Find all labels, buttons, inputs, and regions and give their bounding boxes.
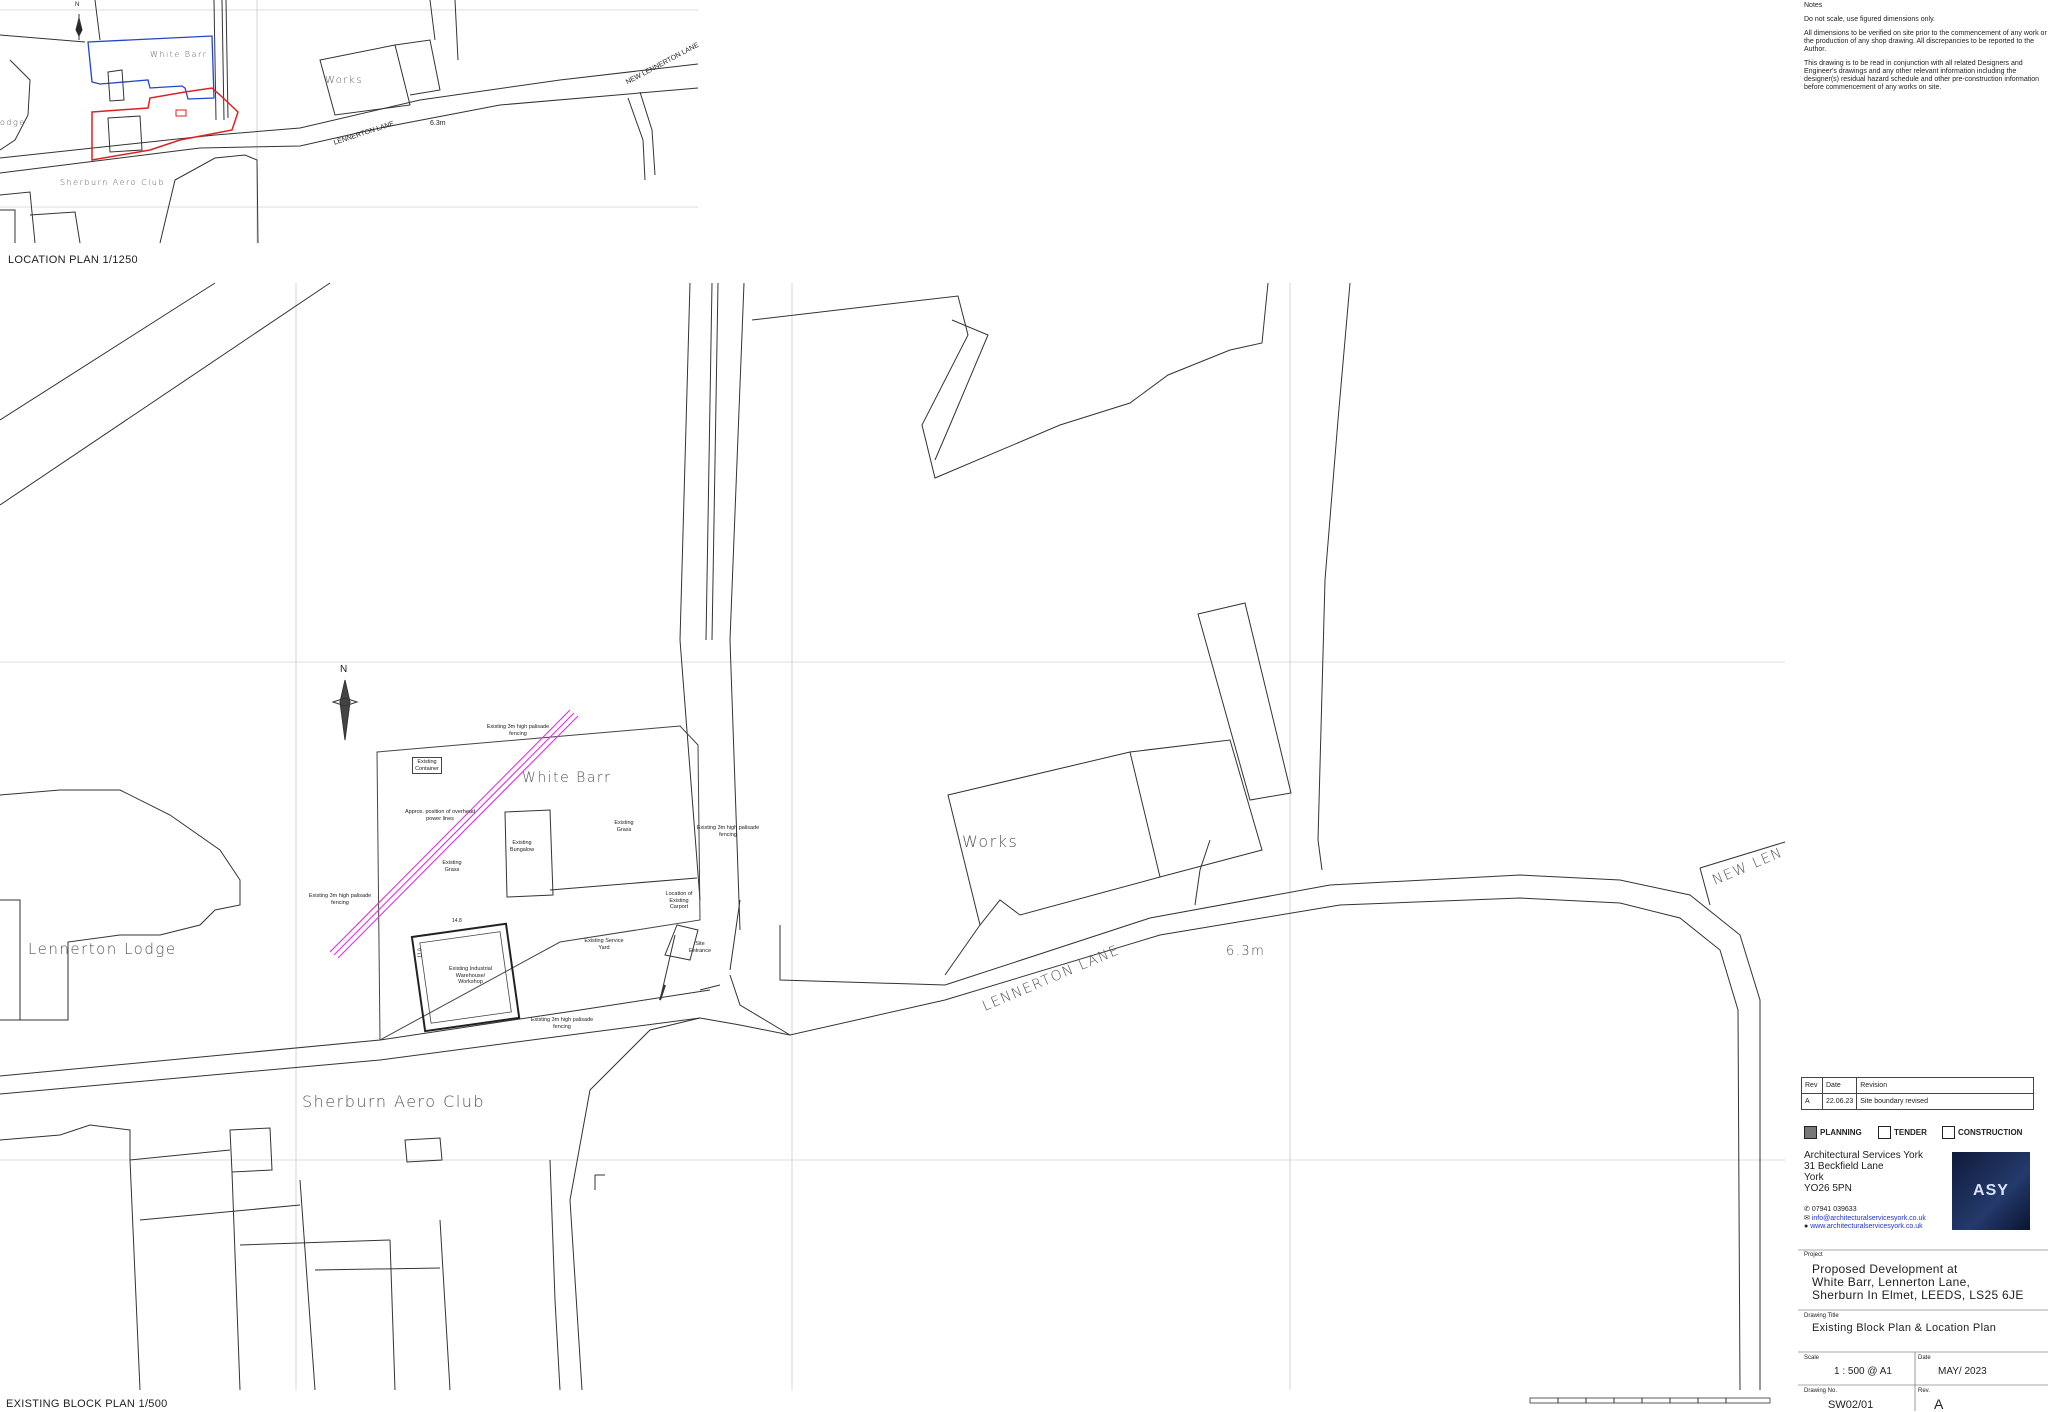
address-line: 31 Beckfield Lane — [1804, 1161, 1884, 1172]
block-aero-club-label: Sherburn Aero Club — [302, 1092, 486, 1111]
empty-box-icon — [1942, 1126, 1955, 1139]
stage-planning-label: PLANNING — [1820, 1128, 1862, 1137]
fence-east-note: Existing 3m high palisade fencing — [696, 825, 760, 838]
grass-east-note: Existing Grass — [614, 820, 634, 833]
email-link[interactable]: info@architecturalservicesyork.co.uk — [1811, 1214, 1926, 1222]
phone-icon: ✆ — [1804, 1206, 1812, 1213]
note-item: All dimensions to be verified on site pr… — [1804, 30, 2047, 53]
stage-construction: CONSTRUCTION — [1942, 1126, 2022, 1139]
location-aero-club-label: Sherburn Aero Club — [60, 178, 166, 187]
site-entrance-note: Site Entrance — [688, 941, 711, 954]
project-description: Proposed Development at White Barr, Lenn… — [1812, 1263, 2024, 1302]
revision-table: Rev Date Revision A 22.06.23 Site bounda… — [1801, 1077, 2035, 1110]
carport-note: Location of Existing Carport — [665, 891, 693, 910]
project-line: Proposed Development at — [1812, 1262, 1958, 1276]
grass-west-note: Existing Grass — [442, 860, 462, 873]
title-block-frame — [1798, 1249, 2048, 1411]
dimension-side: 11.0 — [417, 948, 424, 958]
stage-construction-label: CONSTRUCTION — [1958, 1128, 2023, 1137]
block-north-label: N — [340, 664, 348, 675]
bungalow-note: Existing Bungalow — [509, 840, 535, 853]
scale-value: 1 : 500 @ A1 — [1834, 1366, 1892, 1377]
date-value: MAY/ 2023 — [1938, 1366, 1987, 1377]
globe-icon: ● — [1804, 1223, 1811, 1230]
warehouse-note: Existing Industrial Warehouse/ Workshop — [448, 966, 493, 985]
block-white-barr-label: White Barr — [522, 770, 612, 786]
web-row[interactable]: ● www.architecturalservicesyork.co.uk — [1804, 1223, 1926, 1232]
stage-planning: PLANNING — [1804, 1126, 1862, 1139]
project-line: White Barr, Lennerton Lane, — [1812, 1275, 1971, 1289]
block-plan-map — [0, 282, 1786, 1404]
checked-box-icon — [1804, 1126, 1817, 1139]
note-item: Do not scale, use figured dimensions onl… — [1804, 16, 1935, 23]
revision-description: Site boundary revised — [1856, 1093, 2035, 1110]
revision-letter: A — [1801, 1093, 1823, 1110]
location-spot-height: 6.3m — [430, 120, 446, 127]
email-row[interactable]: ✉ info@architecturalservicesyork.co.uk — [1804, 1215, 1926, 1224]
block-spot-height: 6.3m — [1226, 944, 1266, 959]
revision-date: 22.06.23 — [1821, 1093, 1858, 1110]
fence-west-note: Existing 3m high palisade fencing — [308, 893, 372, 906]
block-lennerton-lodge-label: Lennerton Lodge — [28, 940, 177, 958]
stage-tender-label: TENDER — [1894, 1128, 1927, 1137]
location-north-label: N — [75, 2, 80, 8]
phone-row: ✆ 07941 039633 — [1804, 1206, 1926, 1215]
project-line: Sherburn In Elmet, LEEDS, LS25 6JE — [1812, 1288, 2024, 1302]
revision-header-row: Rev Date Revision — [1801, 1077, 2035, 1094]
notes-panel: Notes Do not scale, use figured dimensio… — [1804, 2, 2048, 98]
location-plan-title: LOCATION PLAN 1/1250 — [8, 254, 138, 266]
company-name: Architectural Services York — [1804, 1150, 1923, 1161]
notes-heading: Notes — [1804, 2, 1823, 9]
date-col-header: Date — [1821, 1077, 1858, 1094]
web-link[interactable]: www.architecturalservicesyork.co.uk — [1810, 1223, 1923, 1230]
container-note: Existing Container — [412, 757, 442, 774]
table-row: A 22.06.23 Site boundary revised — [1801, 1093, 2035, 1110]
rev-col-header: Rev — [1801, 1077, 1823, 1094]
project-label: Project — [1804, 1252, 1823, 1258]
scale-label: Scale — [1804, 1355, 1820, 1361]
company-logo: ASY — [1952, 1152, 2030, 1230]
location-works-label: Works — [325, 75, 364, 86]
drawing-no-label: Drawing No. — [1804, 1388, 1838, 1394]
block-plan-title: EXISTING BLOCK PLAN 1/500 — [6, 1398, 168, 1410]
logo-text: ASY — [1973, 1182, 2009, 1199]
drawing-title-label: Drawing Title — [1804, 1313, 1839, 1319]
company-contact: ✆ 07941 039633 ✉ info@architecturalservi… — [1804, 1206, 1926, 1232]
location-plan-map — [0, 0, 699, 244]
fence-south-note: Existing 3m high palisade fencing — [530, 1017, 594, 1030]
date-label: Date — [1918, 1355, 1931, 1361]
address-line: YO26 5PN — [1804, 1183, 1852, 1194]
address-line: York — [1804, 1172, 1824, 1183]
company-address: Architectural Services York 31 Beckfield… — [1804, 1150, 1923, 1194]
stage-tender: TENDER — [1878, 1126, 1927, 1139]
phone-number: 07941 039633 — [1811, 1206, 1857, 1213]
email-icon: ✉ — [1804, 1214, 1812, 1222]
rev-value: A — [1934, 1396, 1944, 1412]
note-item: This drawing is to be read in conjunctio… — [1804, 60, 2040, 91]
power-lines-note: Approx. position of overhead power lines — [404, 809, 476, 822]
fence-north-note: Existing 3m high palisade fencing — [486, 724, 550, 737]
service-yard-note: Existing Service Yard — [584, 938, 624, 951]
rev-label: Rev. — [1918, 1388, 1930, 1394]
revision-col-header: Revision — [1856, 1077, 2035, 1094]
location-white-barr-label: White Barr — [150, 50, 208, 59]
empty-box-icon — [1878, 1126, 1891, 1139]
drawing-title-value: Existing Block Plan & Location Plan — [1812, 1322, 1997, 1334]
drawing-no-value: SW02/01 — [1828, 1399, 1874, 1411]
dimension-top: 14.8 — [452, 918, 462, 924]
location-lodge-label: odge — [0, 118, 26, 127]
block-works-label: Works — [962, 832, 1019, 851]
